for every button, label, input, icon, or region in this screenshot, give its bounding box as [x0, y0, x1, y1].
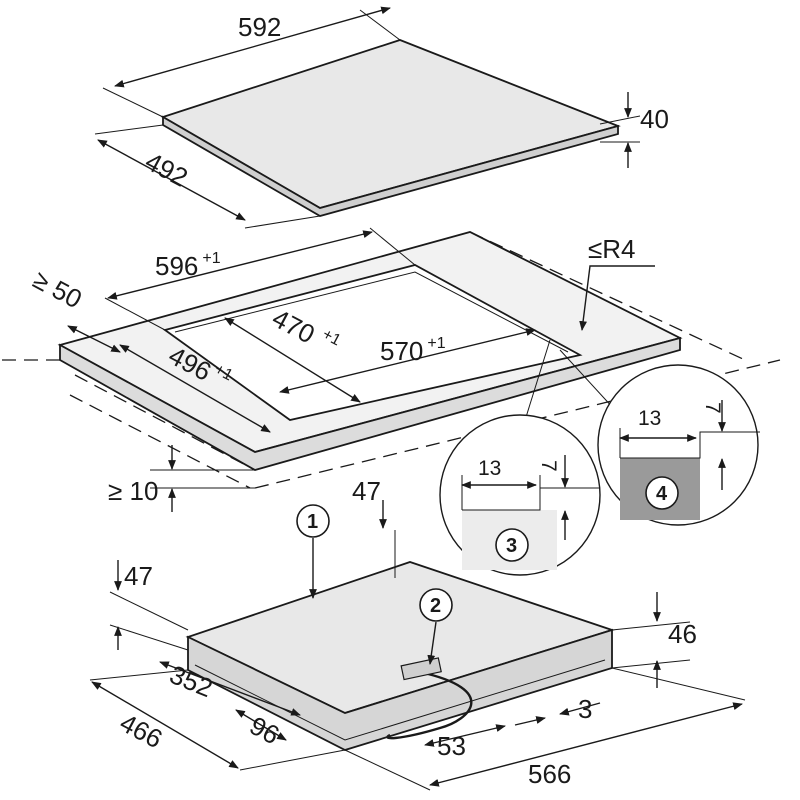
hob-top-view: 592 492 40	[94, 6, 669, 229]
hob-width-label: 592	[238, 12, 281, 42]
worktop-surface	[57, 231, 683, 453]
detail-3-badge	[495, 528, 529, 562]
hob-depth-label: 492	[140, 146, 192, 193]
detail-4-width: 13	[638, 407, 661, 430]
callout-1-badge	[296, 504, 330, 538]
height-label: 46	[668, 619, 697, 649]
hob-glass-plate	[160, 39, 621, 209]
callout-2-badge	[419, 588, 453, 622]
inner-width-label: 570+1	[380, 335, 446, 366]
side-gap-label: 3	[578, 694, 592, 724]
detail-3-width: 13	[478, 457, 501, 480]
bottom-depth-label: 466	[115, 707, 167, 754]
back-clearance-label: ≥ 10	[108, 476, 158, 506]
inner-depth-label: 470+1	[267, 302, 343, 362]
hob-bottom-view: 1 2 47 47 46 352 466 96 5	[89, 476, 746, 791]
detail-4: 13 7 4	[597, 364, 760, 526]
callout-2-number: 2	[430, 595, 441, 617]
detail-3-number: 3	[506, 535, 517, 557]
hob-thickness-label: 40	[640, 104, 669, 134]
bottom-width-label: 566	[528, 759, 571, 789]
corner-radius-label: ≤R4	[588, 234, 636, 264]
left-height-label: 47	[124, 561, 153, 591]
detail-4-height: 7	[701, 402, 724, 414]
worktop-cutout-view: 596+1 ≤R4 ≥ 50 496+1 470+1 570+1 ≥ 10	[0, 227, 781, 512]
detail-3-height: 7	[537, 460, 560, 472]
detail-4-number: 4	[656, 483, 668, 505]
detail-4-badge	[645, 476, 679, 510]
side-offset-label: 53	[437, 731, 466, 761]
back-height-label: 47	[352, 476, 381, 506]
detail-3: 13 7 3	[439, 414, 601, 576]
front-clearance-label: ≥ 50	[28, 264, 87, 314]
worktop-width-label: 596+1	[155, 250, 221, 281]
callout-1-number: 1	[307, 511, 318, 533]
